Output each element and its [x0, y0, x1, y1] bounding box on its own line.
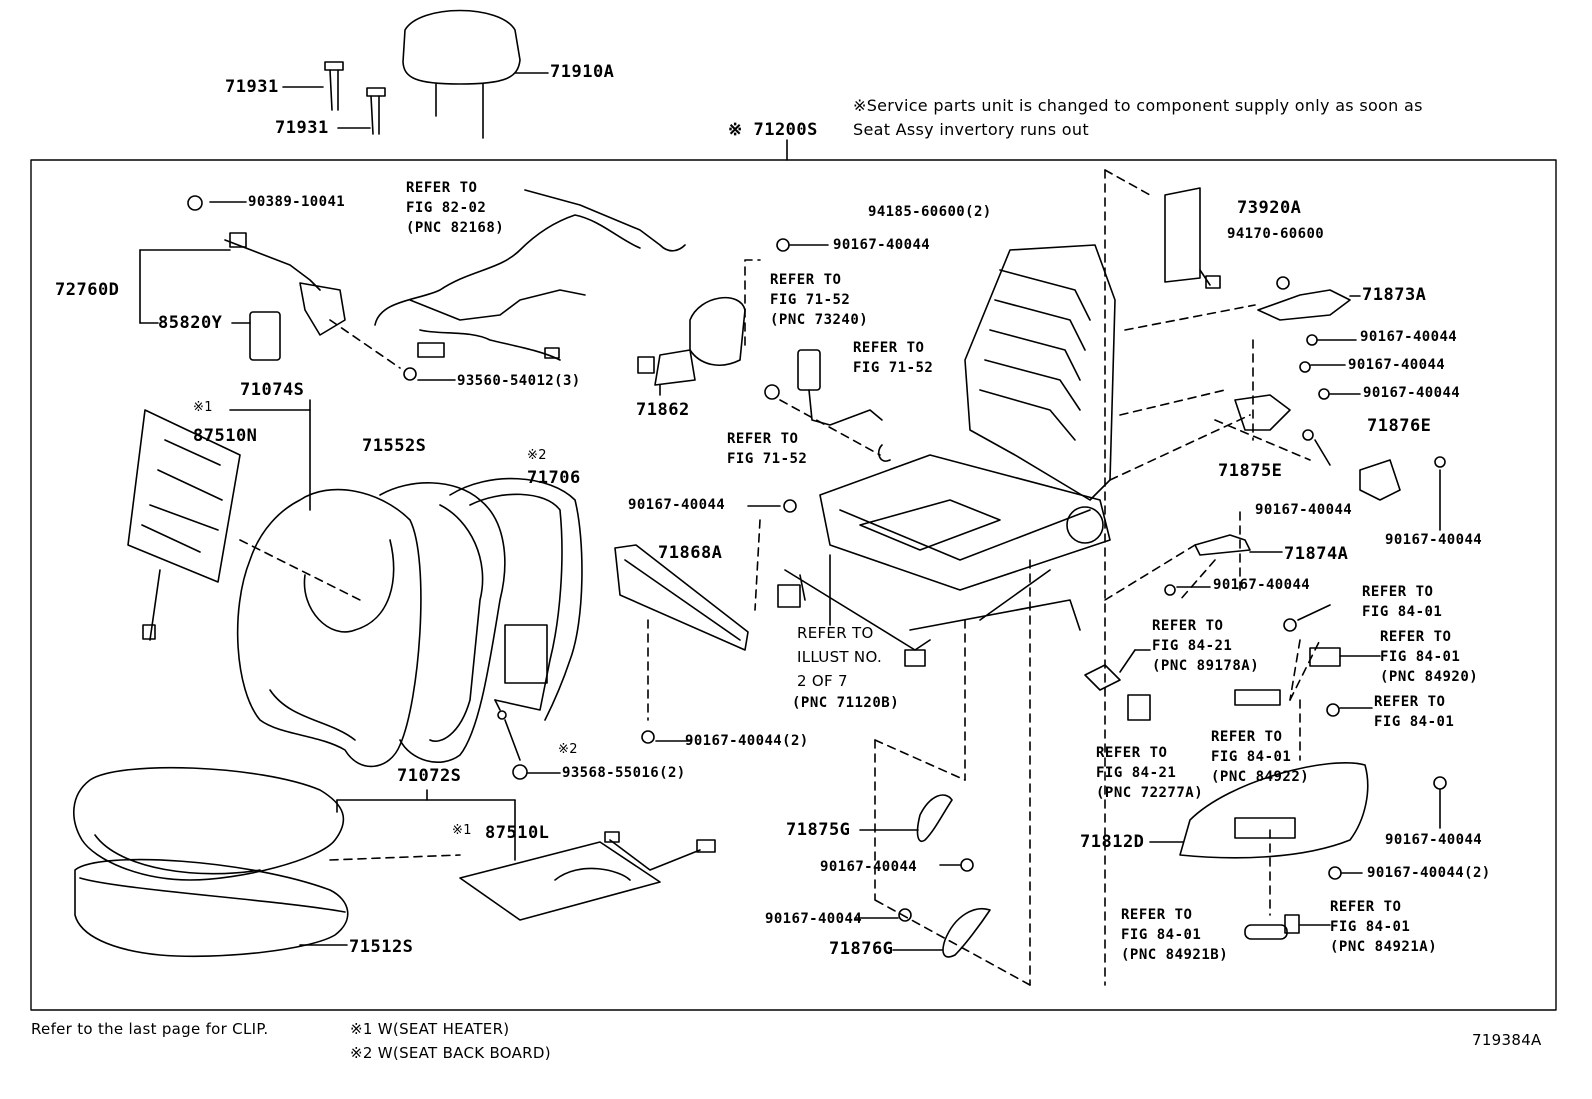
part-85820Y: 85820Y [158, 313, 223, 333]
part-71876G: 71876G [829, 939, 894, 959]
part-71931-b: 71931 [275, 118, 329, 138]
headrest-guide-drawing [282, 61, 386, 135]
refer-fig-82-02[interactable]: REFER TO FIG 82-02 (PNC 82168) [406, 180, 505, 236]
part-94170-60600: 94170-60600 [1227, 226, 1325, 242]
part-90167-40044-f: 90167-40044 [1363, 385, 1461, 401]
cover-71868A-drawing [614, 499, 797, 744]
part-72760D: 72760D [55, 280, 120, 300]
part-71931-a: 71931 [225, 77, 279, 97]
cover-71862-drawing [637, 238, 829, 396]
part-87510L: 87510L [485, 823, 550, 843]
part-71910A: 71910A [550, 62, 615, 82]
connector-bracket-drawing [139, 195, 456, 381]
heater-mat-back-drawing [127, 399, 361, 641]
refer-fig-84-21-pnc-89178A[interactable]: REFER TO FIG 84-21 (PNC 89178A) [1152, 618, 1260, 674]
mark-x1-bottom: ※1 [452, 823, 472, 838]
refer-fig-71-52-left[interactable]: REFER TO FIG 71-52 [727, 431, 808, 467]
part-90167-40044-m: 90167-40044(2) [1367, 865, 1491, 881]
part-71072S: 71072S [397, 766, 462, 786]
assembly-frame [30, 159, 1557, 1011]
part-90167-40044-k: 90167-40044 [765, 911, 863, 927]
part-90167-40044-i: 90167-40044 [1213, 577, 1311, 593]
seatback-pad-drawing [379, 482, 506, 764]
seat-belt-buckle-drawing [764, 349, 891, 462]
refer-fig-84-21-pnc-72277A[interactable]: REFER TO FIG 84-21 (PNC 72277A) [1096, 745, 1204, 801]
part-93568-55016: 93568-55016(2) [562, 765, 686, 781]
service-note: ※Service parts unit is changed to compon… [853, 96, 1423, 139]
part-71875G: 71875G [786, 820, 851, 840]
refer-illust-2-of-7[interactable]: REFER TO ILLUST NO. 2 OF 7 [797, 624, 883, 690]
part-90167-40044-e: 90167-40044 [1348, 357, 1446, 373]
part-71874A: 71874A [1284, 544, 1349, 564]
part-73920A: 73920A [1237, 198, 1302, 218]
part-87510N: 87510N [193, 426, 258, 446]
part-71074S: 71074S [240, 380, 305, 400]
refer-fig-84-01-pnc-84921B[interactable]: REFER TO FIG 84-01 (PNC 84921B) [1121, 907, 1229, 963]
illustration-id: 719384A [1472, 1031, 1542, 1049]
clip-note: Refer to the last page for CLIP. [31, 1020, 269, 1038]
legend-seat-heater: ※1 W(SEAT HEATER) [350, 1020, 510, 1038]
part-90167-40044-h: 90167-40044 [1385, 532, 1483, 548]
part-94185-60600: 94185-60600(2) [868, 204, 992, 220]
refer-fig-84-01-a[interactable]: REFER TO FIG 84-01 [1362, 584, 1443, 620]
refer-fig-84-01-c[interactable]: REFER TO FIG 84-01 [1374, 694, 1455, 730]
part-93560-54012: 93560-54012(3) [457, 373, 581, 389]
refer-illust-pnc: (PNC 71120B) [792, 695, 900, 711]
part-71706: 71706 [527, 468, 581, 488]
part-90167-40044-a: 90167-40044 [833, 237, 931, 253]
part-71812D: 71812D [1080, 832, 1145, 852]
refer-fig-84-01-pnc-84920[interactable]: REFER TO FIG 84-01 (PNC 84920) [1380, 629, 1479, 685]
refer-fig-84-01-pnc-84922[interactable]: REFER TO FIG 84-01 (PNC 84922) [1211, 729, 1310, 785]
wire-harness-drawing [374, 189, 686, 361]
seatback-board-drawing [449, 477, 583, 780]
part-90167-40044-j: 90167-40044 [820, 859, 918, 875]
part-71862: 71862 [636, 400, 690, 420]
part-71873A: 71873A [1362, 285, 1427, 305]
part-90167-40044-c: 90167-40044(2) [685, 733, 809, 749]
assembly-label: ※ 71200S [728, 120, 818, 140]
heater-mat-cushion-drawing [459, 831, 716, 921]
part-71876E: 71876E [1367, 416, 1432, 436]
covers-lower-drawing [854, 794, 991, 958]
part-90389-10041: 90389-10041 [248, 194, 346, 210]
refer-fig-84-01-pnc-84921A[interactable]: REFER TO FIG 84-01 (PNC 84921A) [1330, 899, 1438, 955]
part-90167-40044-g: 90167-40044 [1255, 502, 1353, 518]
headrest-drawing [402, 9, 549, 139]
right-bracket-parts [1084, 187, 1447, 940]
part-90167-40044-d: 90167-40044 [1360, 329, 1458, 345]
mark-x2-bottom: ※2 [558, 742, 578, 757]
mark-x1-top: ※1 [193, 400, 213, 415]
seatback-cover-drawing [236, 488, 422, 768]
part-71512S: 71512S [349, 937, 414, 957]
mark-x2-top: ※2 [527, 448, 547, 463]
refer-fig-71-52-right[interactable]: REFER TO FIG 71-52 [853, 340, 934, 376]
part-71875E: 71875E [1218, 461, 1283, 481]
legend-seat-back-board: ※2 W(SEAT BACK BOARD) [350, 1044, 551, 1062]
part-71552S: 71552S [362, 436, 427, 456]
part-90167-40044-l: 90167-40044 [1385, 832, 1483, 848]
seat-cushion-drawing [73, 766, 516, 958]
part-90167-40044-b: 90167-40044 [628, 497, 726, 513]
seat-frame-drawing [777, 244, 1116, 667]
part-71868A: 71868A [658, 543, 723, 563]
leader-lines [874, 169, 1321, 986]
refer-fig-71-52-pnc-73240[interactable]: REFER TO FIG 71-52 (PNC 73240) [770, 272, 869, 328]
